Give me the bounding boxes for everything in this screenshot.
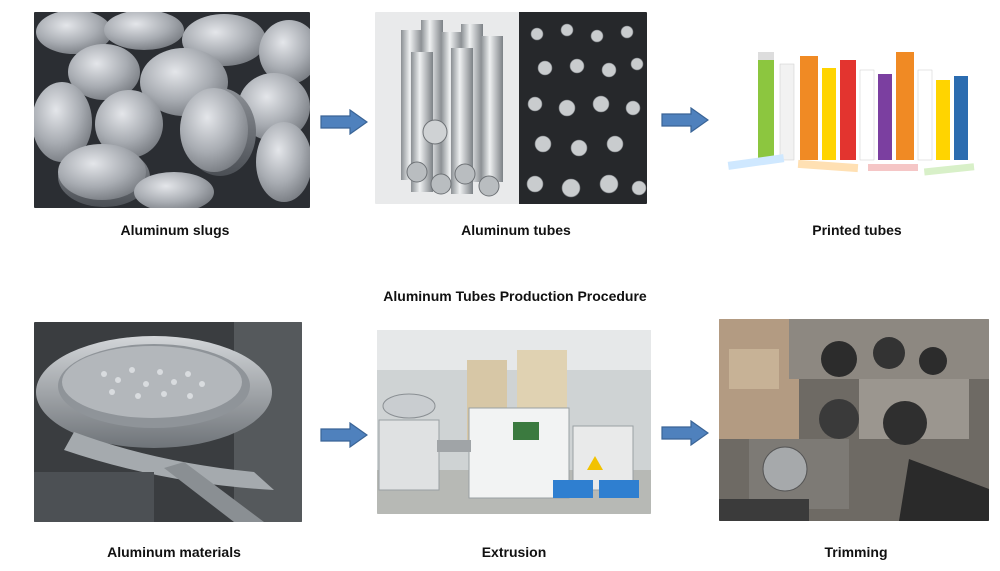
arrow-right-icon — [661, 107, 709, 133]
step-label-extrusion: Extrusion — [481, 544, 547, 560]
arrow-right-icon — [661, 420, 709, 446]
flow-arrow-4 — [661, 420, 709, 446]
step-label-aluminum-materials: Aluminum materials — [107, 544, 241, 560]
aluminum-slugs-photo — [34, 12, 310, 208]
arrow-right-icon — [320, 109, 368, 135]
diagram-title: Aluminum Tubes Production Procedure — [383, 288, 647, 304]
aluminum-materials-photo — [34, 322, 302, 522]
trimming-photo — [719, 319, 989, 521]
printed-tubes-photo — [718, 40, 984, 180]
step-label-aluminum-slugs: Aluminum slugs — [120, 222, 230, 238]
step-label-aluminum-tubes: Aluminum tubes — [461, 222, 571, 238]
extrusion-photo — [377, 330, 651, 514]
step-label-printed-tubes: Printed tubes — [812, 222, 902, 238]
aluminum-tubes-photo — [375, 12, 647, 204]
arrow-right-icon — [320, 422, 368, 448]
flow-arrow-1 — [320, 109, 368, 135]
step-label-trimming: Trimming — [824, 544, 888, 560]
flow-arrow-2 — [661, 107, 709, 133]
flow-arrow-3 — [320, 422, 368, 448]
